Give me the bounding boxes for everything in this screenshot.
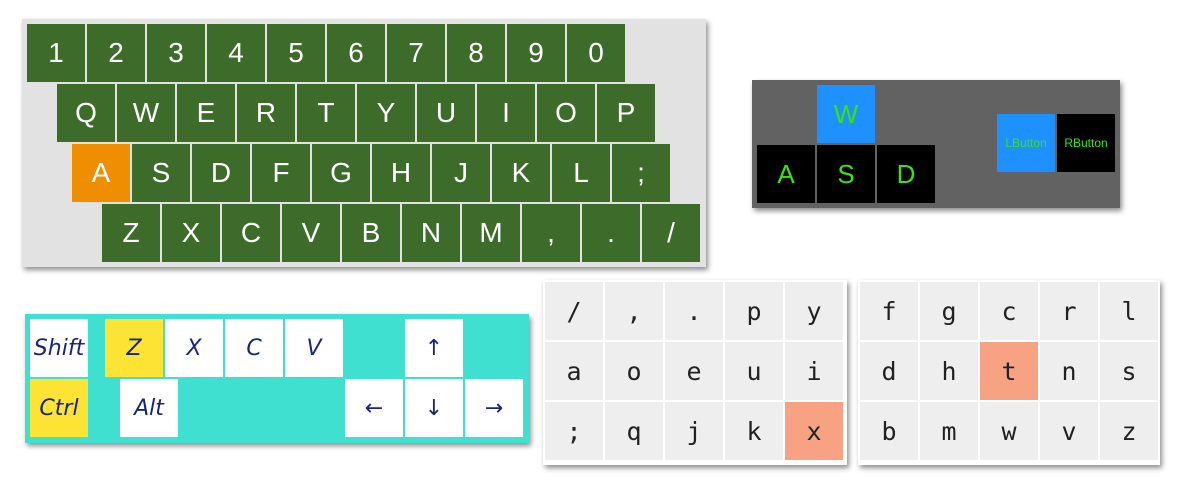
key-g[interactable]: G xyxy=(312,144,370,202)
key-l[interactable]: L xyxy=(552,144,610,202)
grid-cell[interactable]: z xyxy=(1100,402,1158,460)
right-character-grid: f g c r l d h t n s b m w v z xyxy=(858,280,1160,465)
green-keyboard-panel: 1 2 3 4 5 6 7 8 9 0 Q W E R T Y U I O P … xyxy=(22,19,706,267)
grid-cell[interactable]: q xyxy=(605,402,663,460)
key-x[interactable]: X xyxy=(165,319,223,377)
left-character-grid: / , . p y a o e u i ; q j k x xyxy=(543,280,847,465)
key-comma[interactable]: , xyxy=(522,204,580,262)
grid-cell[interactable]: u xyxy=(725,342,783,400)
key-5[interactable]: 5 xyxy=(267,24,325,82)
grid-cell[interactable]: j xyxy=(665,402,723,460)
key-v[interactable]: V xyxy=(285,319,343,377)
key-d[interactable]: D xyxy=(192,144,250,202)
keyboard-row-home: A S D F G H J K L ; xyxy=(72,144,672,202)
arrow-up-key[interactable]: ↑ xyxy=(405,319,463,377)
keyboard-row-bottom: Z X C V B N M , . / xyxy=(102,204,702,262)
grid-cell[interactable]: e xyxy=(665,342,723,400)
mouse-right-button[interactable]: RButton xyxy=(1057,114,1115,172)
grid-cell[interactable]: k xyxy=(725,402,783,460)
key-semicolon[interactable]: ; xyxy=(612,144,670,202)
key-period[interactable]: . xyxy=(582,204,640,262)
game-key-d[interactable]: D xyxy=(877,145,935,203)
key-slash[interactable]: / xyxy=(642,204,700,262)
gaming-keys-panel: W A S D LButton RButton xyxy=(752,80,1120,208)
key-m[interactable]: M xyxy=(462,204,520,262)
grid-cell[interactable]: / xyxy=(545,282,603,340)
grid-cell[interactable]: p xyxy=(725,282,783,340)
key-u[interactable]: U xyxy=(417,84,475,142)
key-s[interactable]: S xyxy=(132,144,190,202)
key-n[interactable]: N xyxy=(402,204,460,262)
key-1[interactable]: 1 xyxy=(27,24,85,82)
game-key-w[interactable]: W xyxy=(817,85,875,143)
mouse-left-button[interactable]: LButton xyxy=(997,114,1055,172)
game-key-s[interactable]: S xyxy=(817,145,875,203)
key-0[interactable]: 0 xyxy=(567,24,625,82)
grid-cell[interactable]: v xyxy=(1040,402,1098,460)
key-a-active[interactable]: A xyxy=(72,144,130,202)
grid-cell[interactable]: n xyxy=(1040,342,1098,400)
grid-cell[interactable]: w xyxy=(980,402,1038,460)
key-j[interactable]: J xyxy=(432,144,490,202)
grid-cell[interactable]: f xyxy=(860,282,918,340)
key-t[interactable]: T xyxy=(297,84,355,142)
grid-cell[interactable]: g xyxy=(920,282,978,340)
key-2[interactable]: 2 xyxy=(87,24,145,82)
key-v[interactable]: V xyxy=(282,204,340,262)
key-y[interactable]: Y xyxy=(357,84,415,142)
grid-cell[interactable]: o xyxy=(605,342,663,400)
key-3[interactable]: 3 xyxy=(147,24,205,82)
key-c[interactable]: C xyxy=(222,204,280,262)
key-i[interactable]: I xyxy=(477,84,535,142)
key-q[interactable]: Q xyxy=(57,84,115,142)
grid-cell[interactable]: ; xyxy=(545,402,603,460)
grid-cell[interactable]: r xyxy=(1040,282,1098,340)
grid-cell[interactable]: b xyxy=(860,402,918,460)
key-x[interactable]: X xyxy=(162,204,220,262)
grid-cell[interactable]: c xyxy=(980,282,1038,340)
key-6[interactable]: 6 xyxy=(327,24,385,82)
modifier-arrow-panel: Shift Z X C V ↑ Ctrl Alt ← ↓ → xyxy=(25,314,529,443)
arrow-left-key[interactable]: ← xyxy=(345,379,403,437)
key-z-highlighted[interactable]: Z xyxy=(105,319,163,377)
key-z[interactable]: Z xyxy=(102,204,160,262)
grid-cell[interactable]: a xyxy=(545,342,603,400)
grid-cell-highlighted[interactable]: x xyxy=(785,402,843,460)
key-k[interactable]: K xyxy=(492,144,550,202)
keyboard-row-qwerty: Q W E R T Y U I O P xyxy=(57,84,657,142)
key-b[interactable]: B xyxy=(342,204,400,262)
key-f[interactable]: F xyxy=(252,144,310,202)
key-8[interactable]: 8 xyxy=(447,24,505,82)
key-4[interactable]: 4 xyxy=(207,24,265,82)
key-r[interactable]: R xyxy=(237,84,295,142)
grid-cell[interactable]: y xyxy=(785,282,843,340)
keyboard-row-numbers: 1 2 3 4 5 6 7 8 9 0 xyxy=(27,24,627,82)
key-w[interactable]: W xyxy=(117,84,175,142)
grid-cell[interactable]: l xyxy=(1100,282,1158,340)
key-p[interactable]: P xyxy=(597,84,655,142)
game-key-a[interactable]: A xyxy=(757,145,815,203)
key-9[interactable]: 9 xyxy=(507,24,565,82)
key-ctrl-highlighted[interactable]: Ctrl xyxy=(30,379,88,437)
key-alt[interactable]: Alt xyxy=(120,379,178,437)
key-shift[interactable]: Shift xyxy=(30,319,88,377)
grid-cell[interactable]: m xyxy=(920,402,978,460)
grid-cell[interactable]: s xyxy=(1100,342,1158,400)
arrow-right-key[interactable]: → xyxy=(465,379,523,437)
grid-cell[interactable]: i xyxy=(785,342,843,400)
key-c[interactable]: C xyxy=(225,319,283,377)
key-h[interactable]: H xyxy=(372,144,430,202)
grid-cell-highlighted[interactable]: t xyxy=(980,342,1038,400)
arrow-down-key[interactable]: ↓ xyxy=(405,379,463,437)
grid-cell[interactable]: h xyxy=(920,342,978,400)
key-7[interactable]: 7 xyxy=(387,24,445,82)
grid-cell[interactable]: . xyxy=(665,282,723,340)
key-e[interactable]: E xyxy=(177,84,235,142)
grid-cell[interactable]: , xyxy=(605,282,663,340)
key-o[interactable]: O xyxy=(537,84,595,142)
grid-cell[interactable]: d xyxy=(860,342,918,400)
